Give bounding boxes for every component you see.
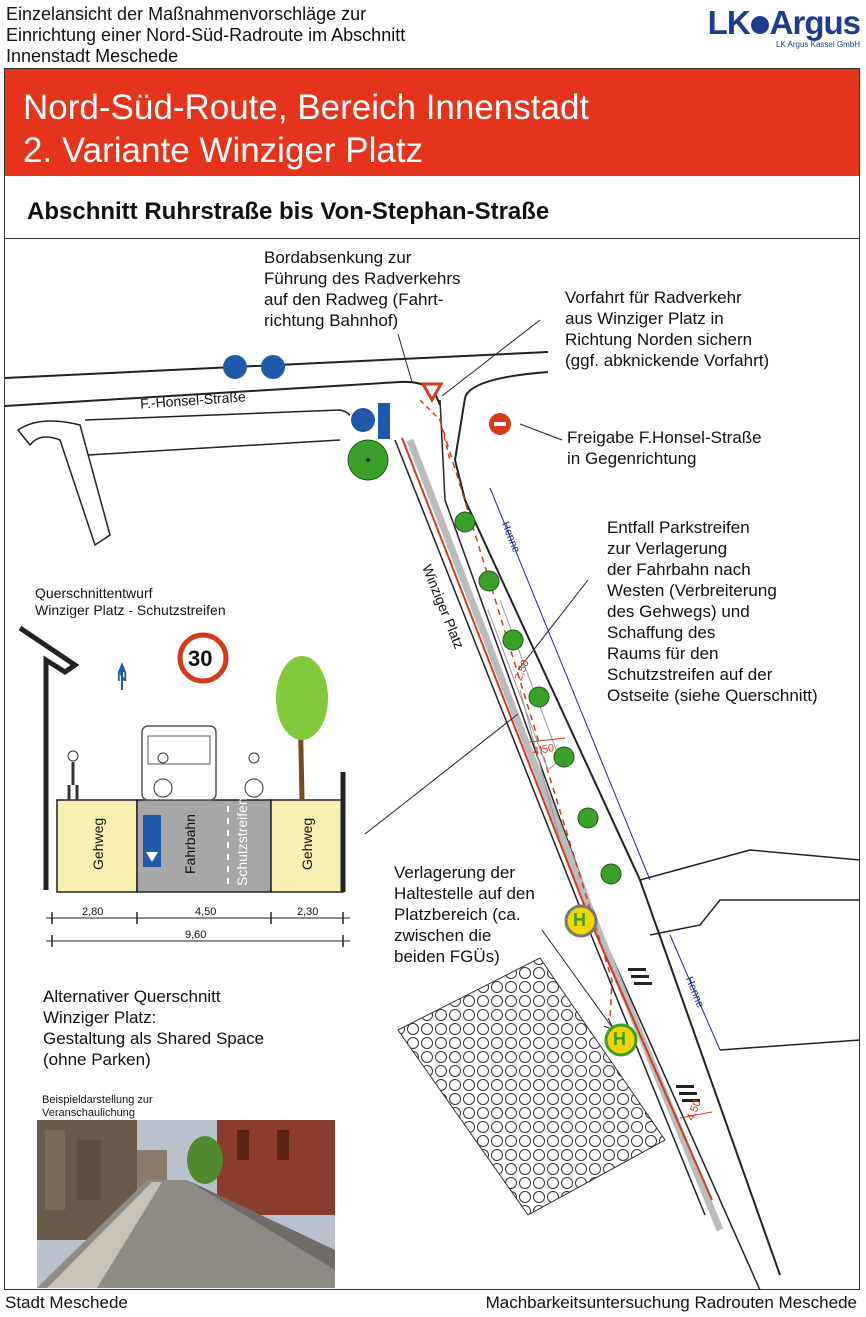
dim-left: 2,80 — [82, 906, 104, 918]
cross-section-title: Querschnittentwurf Winziger Platz - Schu… — [35, 585, 226, 618]
annotation-freigabe: Freigabe F.Honsel-Straße in Gegenrichtun… — [567, 428, 762, 468]
section-header: Abschnitt Ruhrstraße bis Von-Stephan-Str… — [5, 176, 859, 239]
annotation-vorfahrt: Vorfahrt für Radverkehr aus Winziger Pla… — [565, 288, 770, 370]
shared-space-example-photo — [37, 1120, 335, 1288]
page-frame — [4, 68, 860, 1290]
footer-right: Machbarkeitsuntersuchung Radrouten Mesch… — [485, 1293, 857, 1312]
north-arrow-icon: N — [117, 668, 128, 684]
logo-wave-icon — [750, 16, 769, 35]
bus-stop-new-icon: H — [613, 1029, 626, 1049]
annotation-bordabsenkung: Bordabsenkung zur Führung des Radverkehr… — [264, 248, 461, 330]
banner-line-1: Nord-Süd-Route, Bereich Innenstadt — [23, 88, 590, 127]
header-line-2: Einrichtung einer Nord-Süd-Radroute im A… — [6, 25, 406, 45]
lane-label-gehweg-right: Gehweg — [299, 817, 315, 870]
speed-limit-sign: 30 — [188, 646, 213, 671]
dim-right: 2,30 — [297, 906, 319, 918]
banner-line-2: 2. Variante Winziger Platz — [23, 131, 424, 170]
header-line-1: Einzelansicht der Maßnahmenvorschläge zu… — [6, 4, 367, 24]
example-caption: Beispieldarstellung zur Veranschaulichun… — [42, 1094, 153, 1119]
logo-subtitle: LK Argus Kassel GmbH — [775, 40, 860, 49]
lane-label-schutzstreifen: Schutzstreifen — [234, 797, 250, 886]
bus-stop-old-icon: H — [573, 910, 586, 930]
header-line-3: Innenstadt Meschede — [6, 46, 179, 66]
annotation-entfall: Entfall Parkstreifen zur Verlagerung der… — [607, 518, 818, 705]
footer-left: Stadt Meschede — [5, 1293, 128, 1312]
logo-argus: Argus — [769, 4, 861, 41]
company-logo: LK Argus LK Argus Kassel GmbH — [660, 4, 861, 50]
alternative-title: Alternativer Querschnitt Winziger Platz:… — [43, 987, 265, 1069]
title-banner: Nord-Süd-Route, Bereich Innenstadt 2. Va… — [5, 69, 859, 176]
logo-lk: LK — [707, 4, 751, 41]
dim-total: 9,60 — [185, 929, 207, 941]
dim-mid: 4,50 — [195, 906, 217, 918]
lane-label-fahrbahn: Fahrbahn — [182, 814, 198, 874]
section-title: Abschnitt Ruhrstraße bis Von-Stephan-Str… — [27, 198, 550, 225]
lane-label-gehweg-left: Gehweg — [90, 817, 106, 870]
header-description: Einzelansicht der Maßnahmenvorschläge zu… — [6, 4, 476, 67]
annotation-verlagerung: Verlagerung der Haltestelle auf den Plat… — [394, 863, 535, 966]
